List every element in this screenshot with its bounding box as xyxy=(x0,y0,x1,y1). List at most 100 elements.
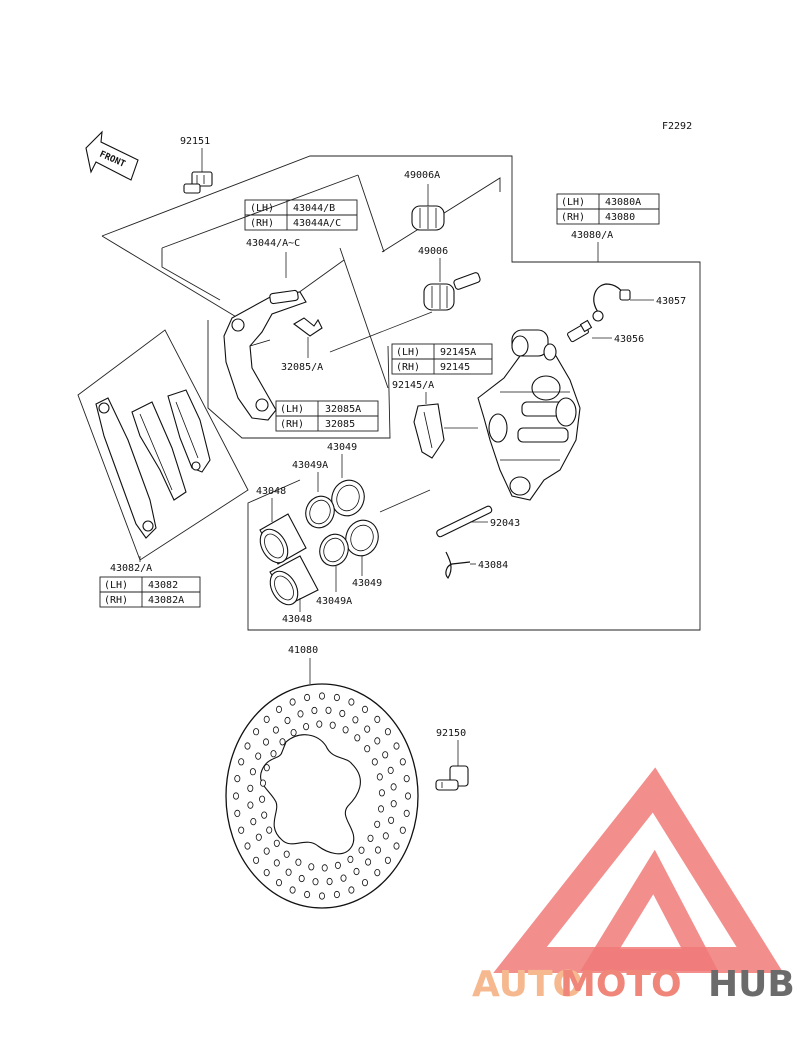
disc-hole xyxy=(361,705,368,714)
disc-hole xyxy=(234,774,241,783)
disc-hole xyxy=(263,868,270,877)
disc-hole xyxy=(364,745,371,753)
table-43082-rh-tag: (RH) xyxy=(104,595,128,606)
label-43056: 43056 xyxy=(614,334,644,345)
label-92145A: 92145/A xyxy=(392,380,434,391)
disc-hole xyxy=(308,863,315,871)
watermark-text-hub: HUB xyxy=(708,964,795,1005)
label-43049A-top: 43049A xyxy=(292,460,328,471)
disc-hole xyxy=(303,722,310,731)
label-49006: 49006 xyxy=(418,246,448,257)
table-92145-rh-part: 92145 xyxy=(440,362,470,373)
assembly-frame xyxy=(77,155,701,631)
disc-hole xyxy=(382,832,389,840)
table-32085-lh-tag: (LH) xyxy=(280,404,304,415)
disc-hole xyxy=(266,826,273,834)
disc-hole xyxy=(234,809,241,818)
table-92145-lh-part: 92145A xyxy=(440,347,476,358)
disc-hole xyxy=(374,868,381,877)
disc-hole xyxy=(273,839,280,847)
disc-hole xyxy=(262,738,269,746)
disc-hole xyxy=(238,758,245,766)
disc-hole xyxy=(352,716,359,724)
disc-hole xyxy=(365,858,372,866)
disc-hole xyxy=(279,738,286,746)
table-32085: (LH) 32085A (RH) 32085 xyxy=(275,400,379,432)
disc-hole xyxy=(348,886,355,894)
disc-hole xyxy=(249,768,256,776)
table-32085-lh-part: 32085A xyxy=(325,404,361,415)
watermark-text: AUTO MOTO HUB xyxy=(472,964,795,1005)
disc-hole xyxy=(275,878,282,887)
disc-hole xyxy=(272,726,279,734)
disc-hole xyxy=(232,792,239,800)
disc-hole xyxy=(298,874,305,883)
disc-hole xyxy=(297,710,304,718)
table-32085-rh-part: 32085 xyxy=(325,419,355,430)
disc-hole xyxy=(244,742,251,750)
brake-disc-41080 xyxy=(225,683,419,909)
disc-hole xyxy=(403,809,410,818)
disc-hole xyxy=(253,728,260,736)
disc-hole xyxy=(247,801,254,809)
table-92145: (LH) 92145A (RH) 92145 xyxy=(391,343,493,375)
disc-hole xyxy=(333,693,340,702)
figure-code: F2292 xyxy=(662,121,692,132)
pad-spring-92145 xyxy=(413,403,478,459)
table-43044-rh-tag: (RH) xyxy=(250,218,274,229)
table-43044-lh-part: 43044/B xyxy=(293,203,335,214)
brake-pad-inner xyxy=(167,389,211,473)
table-43082: (LH) 43082 (RH) 43082A xyxy=(99,576,201,608)
disc-hole xyxy=(263,764,270,772)
disc-hole xyxy=(326,877,333,886)
table-43080-lh-part: 43080A xyxy=(605,197,641,208)
label-92150: 92150 xyxy=(436,728,466,739)
label-43084: 43084 xyxy=(478,560,508,571)
disc-hole xyxy=(312,878,319,886)
disc-hole xyxy=(388,816,395,824)
caliper-bracket xyxy=(223,289,307,421)
table-43044-lh-tag: (LH) xyxy=(250,203,274,214)
disc-hole xyxy=(261,811,268,819)
seal-43049-lower xyxy=(345,519,379,557)
table-43044-rh-part: 43044A/C xyxy=(293,218,341,229)
disc-hole xyxy=(390,783,397,791)
disc-hole xyxy=(259,779,266,787)
disc-hole xyxy=(259,795,266,803)
disc-hole xyxy=(384,856,391,864)
watermark-text-auto: AUTO xyxy=(472,964,583,1005)
label-43049A-bottom: 43049A xyxy=(316,596,352,607)
bolt-92150 xyxy=(435,765,469,791)
disc-hole xyxy=(393,742,400,750)
disc-hole xyxy=(311,706,318,715)
table-43080: (LH) 43080A (RH) 43080 xyxy=(556,193,660,225)
label-43044: 43044/A~C xyxy=(246,238,300,249)
disc-hole xyxy=(374,846,381,854)
disc-hole xyxy=(275,705,282,714)
table-43082-lh-part: 43082 xyxy=(148,580,178,591)
label-43049-bottom: 43049 xyxy=(352,578,382,589)
disc-hole xyxy=(340,874,347,882)
disc-hole xyxy=(377,805,384,813)
disc-hole xyxy=(318,892,325,900)
disc-hole xyxy=(376,773,383,781)
disc-hole xyxy=(374,715,381,724)
label-41080: 41080 xyxy=(288,645,318,656)
disc-hole xyxy=(325,706,332,714)
table-43080-lh-tag: (LH) xyxy=(561,197,585,208)
seal-43049A-upper xyxy=(305,495,335,529)
disc-hole xyxy=(329,721,336,729)
label-43049-top: 43049 xyxy=(327,442,357,453)
piston-43048-upper xyxy=(259,513,307,565)
label-43048-bottom: 43048 xyxy=(282,614,312,625)
front-arrow-icon: FRONT xyxy=(85,130,139,181)
pin-92043 xyxy=(436,505,493,538)
disc-hole xyxy=(387,766,394,775)
table-43044: (LH) 43044/B (RH) 43044A/C xyxy=(244,199,358,231)
disc-hole xyxy=(244,842,251,850)
disc-hole xyxy=(403,774,410,783)
clip-32085 xyxy=(293,317,323,337)
disc-hole xyxy=(404,792,411,800)
disc-hole xyxy=(289,886,296,894)
